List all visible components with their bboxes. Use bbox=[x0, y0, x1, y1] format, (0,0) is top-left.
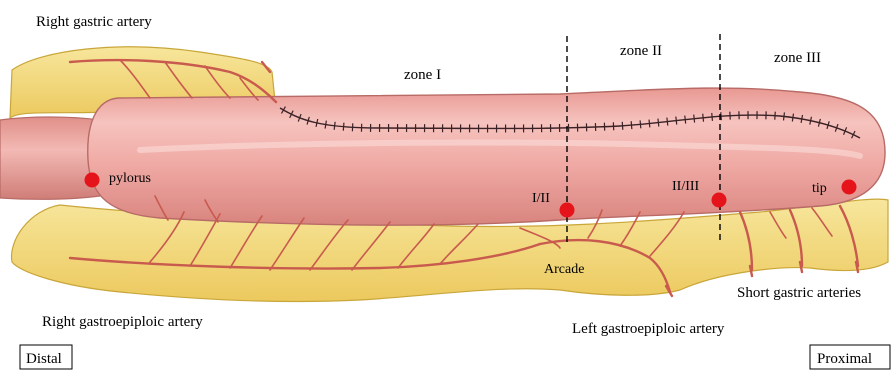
suture-stitch bbox=[640, 120, 641, 128]
boundary-label-i-ii: I/II bbox=[532, 191, 550, 206]
short-gastric-arteries-label: Short gastric arteries bbox=[737, 285, 861, 301]
suture-stitch bbox=[703, 114, 704, 122]
pylorus-label: pylorus bbox=[109, 171, 151, 186]
tip-marker bbox=[842, 180, 857, 195]
suture-stitch bbox=[343, 123, 344, 131]
suture-stitch bbox=[694, 115, 695, 123]
zone-label-3: zone III bbox=[774, 50, 821, 66]
tip-label: tip bbox=[812, 181, 827, 196]
suture-stitch bbox=[658, 119, 659, 127]
proximal-box: Proximal bbox=[810, 345, 890, 369]
boundary-marker-i-ii bbox=[560, 203, 575, 218]
suture-stitch bbox=[712, 113, 713, 121]
suture-stitch bbox=[622, 122, 623, 130]
distal-label: Distal bbox=[26, 351, 62, 367]
boundary-label-ii-iii: II/III bbox=[672, 179, 700, 194]
right-gastric-artery-label: Right gastric artery bbox=[36, 14, 152, 30]
right-gastroepiploic-artery-label: Right gastroepiploic artery bbox=[42, 314, 203, 330]
zone-label-2: zone II bbox=[620, 43, 662, 59]
arcade-label: Arcade bbox=[544, 262, 584, 277]
proximal-label: Proximal bbox=[817, 351, 872, 367]
suture-stitch bbox=[649, 120, 650, 128]
boundary-marker-ii-iii bbox=[712, 193, 727, 208]
duodenum bbox=[0, 117, 100, 199]
suture-stitch bbox=[631, 121, 632, 129]
left-gastroepiploic-artery-label: Left gastroepiploic artery bbox=[572, 321, 725, 337]
zone-label-1: zone I bbox=[404, 67, 441, 83]
pylorus-marker bbox=[85, 173, 100, 188]
distal-box: Distal bbox=[20, 345, 72, 369]
suture-stitch bbox=[721, 112, 722, 120]
